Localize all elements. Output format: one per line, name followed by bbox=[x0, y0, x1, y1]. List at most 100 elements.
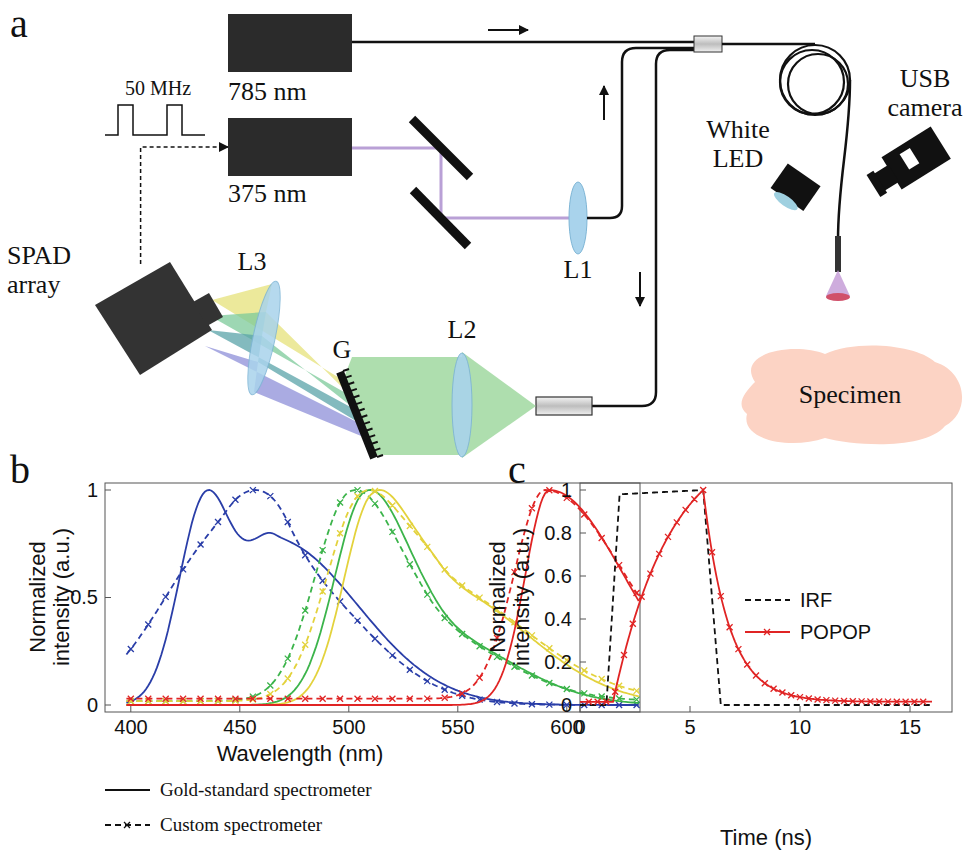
node-label: 785 nm bbox=[228, 78, 307, 107]
part-label: White LED bbox=[698, 116, 778, 173]
specimen-blob bbox=[742, 346, 963, 445]
shape-rect bbox=[900, 148, 920, 170]
axis-tick bbox=[580, 533, 586, 534]
shape-ellipse bbox=[452, 353, 472, 457]
laser-box: 785 nm bbox=[228, 14, 352, 72]
grating-tooth bbox=[346, 376, 352, 378]
tick-label: 10 bbox=[789, 716, 811, 738]
axis-tick bbox=[105, 490, 111, 491]
tick-label: 0.8 bbox=[544, 522, 572, 544]
data-marker bbox=[128, 487, 640, 701]
shape-line bbox=[352, 41, 694, 44]
tick-label: 15 bbox=[899, 716, 921, 738]
grating-tooth bbox=[369, 435, 375, 437]
shape-line bbox=[412, 119, 470, 177]
part-label: G bbox=[333, 336, 352, 365]
grating-tooth bbox=[372, 442, 378, 444]
shape-line bbox=[413, 190, 468, 246]
grating-tooth bbox=[348, 382, 354, 384]
axis-tick bbox=[580, 706, 581, 712]
camera-lens bbox=[193, 293, 223, 326]
part-label: USB camera bbox=[881, 65, 969, 122]
shape-ellipse bbox=[241, 279, 287, 397]
tick-label: 0 bbox=[561, 694, 572, 716]
legend-text: IRF bbox=[800, 589, 832, 611]
shape-polyline bbox=[352, 148, 570, 218]
shape-rect bbox=[867, 171, 888, 197]
shape-rect bbox=[694, 36, 722, 52]
data-marker bbox=[586, 487, 926, 705]
grating-tooth bbox=[364, 422, 370, 424]
part-label: L2 bbox=[448, 316, 477, 345]
tick-label: 5 bbox=[684, 716, 695, 738]
tick-label: 0.2 bbox=[544, 651, 572, 673]
legend-sample bbox=[745, 599, 790, 601]
grating-tooth bbox=[351, 389, 357, 391]
shape-g bbox=[767, 163, 821, 216]
panel-letter: a bbox=[10, 2, 28, 46]
axis-title: Time (ns) bbox=[720, 826, 812, 850]
shape-path bbox=[587, 48, 694, 218]
axis-tick bbox=[910, 706, 911, 712]
shape-rect bbox=[835, 236, 841, 272]
grating-tooth bbox=[374, 448, 380, 450]
tick-label: 1 bbox=[561, 479, 572, 501]
legend-text: POPOP bbox=[800, 621, 871, 643]
shape-line bbox=[488, 29, 528, 31]
shape-polygon bbox=[826, 270, 850, 296]
data-marker bbox=[764, 629, 770, 635]
spectrum-curve bbox=[126, 490, 638, 705]
shape-rect bbox=[105, 483, 640, 712]
node-outline bbox=[95, 262, 215, 377]
data-marker bbox=[128, 488, 640, 704]
laser-body bbox=[228, 14, 352, 72]
spectrum-curve bbox=[126, 490, 638, 701]
grating-tooth bbox=[377, 455, 383, 457]
axis-tick bbox=[105, 597, 111, 598]
spectrum-curve bbox=[126, 490, 638, 705]
axis-tick bbox=[457, 706, 458, 712]
node-label: 375 nm bbox=[228, 180, 307, 209]
spectrum-curve bbox=[126, 490, 638, 699]
node-outline bbox=[228, 14, 352, 72]
axis-tick bbox=[130, 706, 131, 712]
data-marker bbox=[124, 822, 130, 828]
axis-tick bbox=[580, 619, 586, 620]
axis-tick bbox=[800, 706, 801, 712]
shape-g bbox=[580, 487, 932, 712]
axis-title: Normalized intensity (a.u.) bbox=[26, 508, 74, 686]
spectrum-curve bbox=[126, 490, 638, 701]
axis-tick bbox=[580, 662, 586, 663]
part-label: L1 bbox=[564, 256, 593, 285]
grating-tooth bbox=[353, 395, 359, 397]
spectrum-curve bbox=[126, 490, 638, 705]
shape-line bbox=[603, 86, 605, 120]
data-marker bbox=[128, 487, 640, 704]
node-label: Specimen bbox=[799, 380, 902, 409]
spectrum-curve bbox=[126, 490, 638, 705]
axis-tick bbox=[690, 706, 691, 712]
axis-title: Normalized intensity (a.u.) bbox=[486, 508, 534, 686]
shape-line bbox=[639, 272, 641, 306]
panel-letter: c bbox=[508, 448, 526, 492]
shape-ellipse bbox=[569, 182, 587, 254]
node-label: SPAD array bbox=[7, 242, 89, 299]
tick-label: 0.5 bbox=[70, 586, 98, 608]
axis-tick bbox=[105, 705, 111, 706]
axis-tick bbox=[580, 576, 586, 577]
shape-path bbox=[722, 43, 815, 46]
spectrum-curve bbox=[126, 490, 638, 705]
axis-tick bbox=[580, 490, 586, 491]
data-marker bbox=[128, 487, 640, 708]
shape-polygon bbox=[343, 357, 462, 455]
legend-text: Custom spectrometer bbox=[160, 815, 322, 836]
specimen-shape: Specimen bbox=[735, 342, 965, 447]
tick-label: 0.6 bbox=[544, 565, 572, 587]
trigger-line bbox=[141, 147, 228, 264]
node-outline bbox=[228, 118, 352, 176]
shape-g bbox=[105, 600, 790, 828]
grating-tooth bbox=[361, 415, 367, 417]
shape-rect bbox=[536, 397, 592, 415]
axis-title: Wavelength (nm) bbox=[217, 742, 384, 766]
